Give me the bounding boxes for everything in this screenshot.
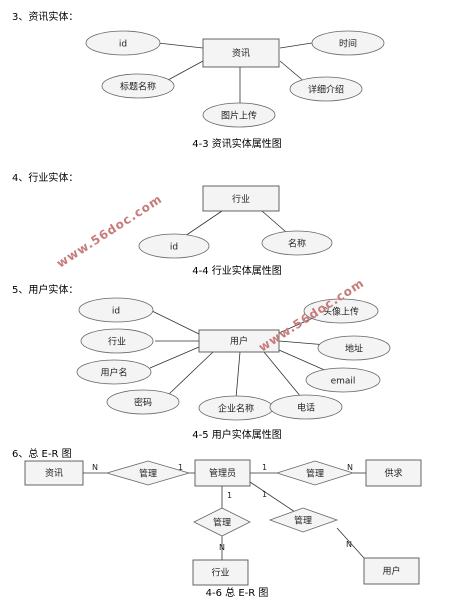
- entity-admin: [194, 459, 251, 487]
- cardinality-n: N: [219, 543, 225, 552]
- figure-4-6-caption: 4-6 总 E-R 图: [206, 586, 269, 599]
- entity-news: [202, 38, 280, 68]
- relation-manage-news-label: 管理: [139, 468, 157, 480]
- entity-news: [24, 460, 84, 486]
- section-5-heading: 5、用户实体：: [12, 283, 78, 296]
- attr-image: [202, 102, 276, 128]
- attr-id-label: id: [170, 243, 178, 253]
- attr-address-label: 地址: [345, 343, 363, 355]
- attr-title-label: 标题名称: [120, 81, 156, 93]
- attr-email-label: email: [331, 377, 356, 387]
- section-overall-er: 6、总 E-R 图 资讯 管理员 供求 行业 用户 管理 管理 管理 管理 N: [12, 447, 422, 599]
- entity-news-label: 资讯: [232, 48, 250, 59]
- attr-id: [138, 233, 210, 259]
- attr-avatar: [303, 298, 379, 324]
- attr-name: [261, 230, 333, 256]
- figure-4-5-caption: 4-5 用户实体属性图: [192, 428, 282, 441]
- attr-time-label: 时间: [339, 38, 357, 50]
- section-6-heading: 6、总 E-R 图: [12, 447, 72, 460]
- entity-industry: [202, 185, 280, 212]
- entity-industry: [192, 559, 249, 586]
- entity-industry-label: 行业: [232, 193, 250, 205]
- relation-manage-supply: [275, 460, 355, 486]
- attr-time: [311, 30, 385, 56]
- cardinality-1: 1: [227, 491, 232, 500]
- cardinality-n: N: [346, 540, 352, 549]
- relation-manage-user-label: 管理: [294, 515, 312, 527]
- entity-supply-label: 供求: [384, 467, 402, 479]
- section-3-heading: 3、资讯实体：: [12, 10, 78, 23]
- relation-manage-industry: [193, 507, 251, 537]
- attr-address: [317, 335, 391, 361]
- figure-4-4-caption: 4-4 行业实体属性图: [192, 264, 282, 277]
- cardinality-1: 1: [262, 490, 267, 499]
- cardinality-n: N: [92, 463, 98, 472]
- relation-manage-user: [268, 507, 339, 533]
- attr-id-label: id: [112, 307, 120, 317]
- attr-name-label: 名称: [288, 238, 306, 250]
- attr-industry: [80, 328, 154, 354]
- attr-detail-label: 详细介绍: [308, 84, 344, 96]
- attr-detail: [289, 76, 363, 102]
- cardinality-1: 1: [178, 463, 183, 472]
- relation-manage-news: [105, 460, 191, 486]
- attr-id: [85, 30, 161, 56]
- attr-company-label: 企业名称: [218, 403, 254, 415]
- entity-supply: [365, 459, 422, 487]
- section-4-heading: 4、行业实体：: [12, 171, 78, 184]
- attr-avatar-label: 头像上传: [323, 306, 359, 318]
- entity-user: [198, 329, 280, 353]
- entity-admin-label: 管理员: [209, 467, 236, 479]
- section-news-entity: 3、资讯实体： id 时间 资讯 标题名称 详细介绍 图片上传 4-3 资讯实体…: [12, 10, 385, 150]
- entity-user-label: 用户: [382, 565, 400, 577]
- entity-industry-label: 行业: [211, 567, 229, 579]
- watermark: www.56doc.com: [54, 192, 165, 271]
- attr-id-label: id: [119, 40, 127, 50]
- section-industry-entity: 4、行业实体： 行业 id 名称 4-4 行业实体属性图: [12, 171, 333, 277]
- attr-phone-label: 电话: [297, 402, 315, 414]
- section-user-entity: 5、用户实体： 用户 id 行业 用户名 密码 企业名称 电话 email 地址…: [12, 283, 391, 441]
- attr-email: [305, 367, 381, 393]
- relation-manage-industry-label: 管理: [213, 517, 231, 529]
- figure-4-3-caption: 4-3 资讯实体属性图: [192, 137, 282, 150]
- entity-user-label: 用户: [230, 335, 248, 347]
- attr-id: [78, 297, 154, 323]
- cardinality-1: 1: [262, 463, 267, 472]
- attr-password: [106, 389, 180, 415]
- entity-user: [363, 557, 420, 585]
- attr-industry-label: 行业: [108, 336, 126, 348]
- relation-manage-supply-label: 管理: [306, 468, 324, 480]
- cardinality-n: N: [347, 463, 353, 472]
- attr-username: [76, 359, 152, 385]
- entity-news-label: 资讯: [45, 468, 63, 479]
- attr-title: [101, 73, 175, 99]
- attr-image-label: 图片上传: [221, 110, 257, 122]
- attr-phone: [269, 394, 343, 420]
- attr-password-label: 密码: [134, 397, 152, 409]
- attr-username-label: 用户名: [100, 367, 127, 379]
